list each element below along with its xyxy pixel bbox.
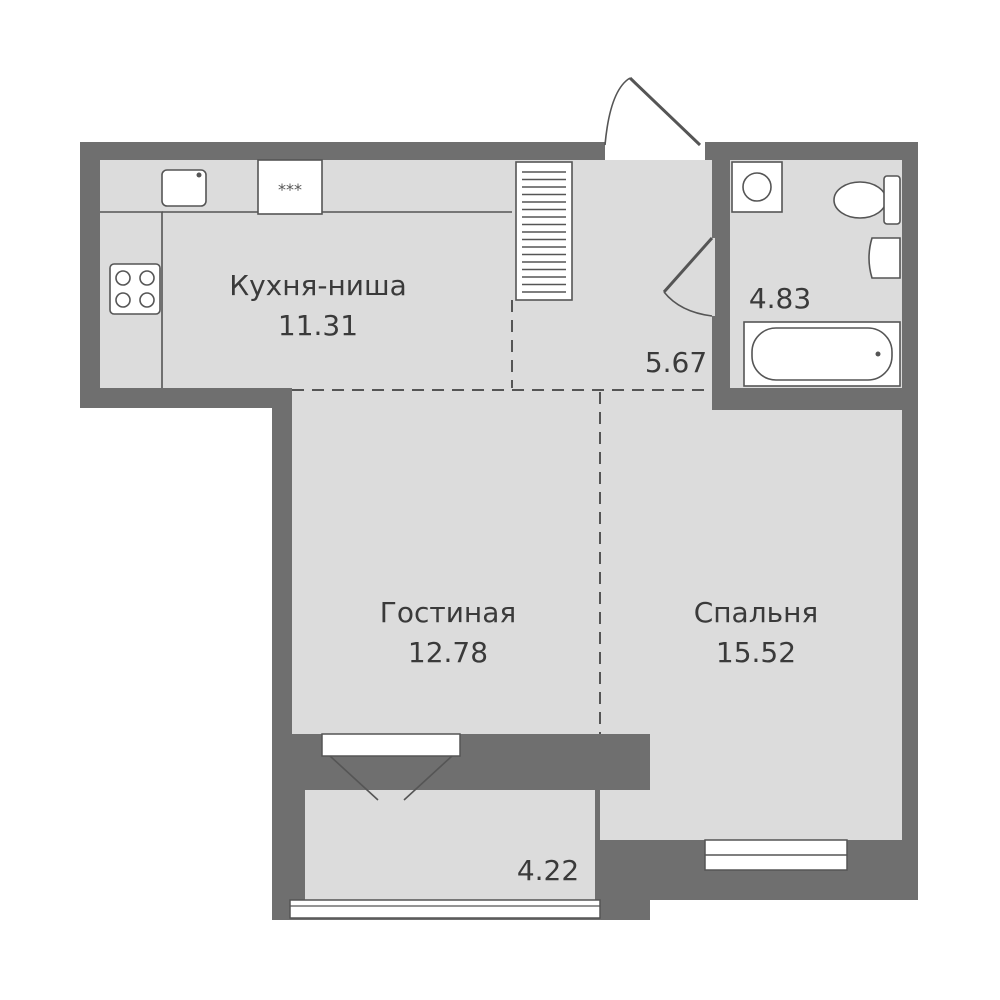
balcony-door-icon [321,733,461,801]
kitchen-counter [100,211,512,388]
balcony-railing-icon [289,899,601,919]
bedroom-area: 15.52 [716,636,796,669]
wardrobe-icon [515,161,573,301]
floors [100,142,918,908]
washing-machine-icon [731,161,783,213]
balcony-area: 4.22 [517,854,579,887]
bedroom-floor [600,388,902,840]
hall-area: 5.67 [645,346,707,379]
bedroom-name: Спальня [694,596,819,629]
oven-icon: *** [257,159,323,215]
kitchen-name: Кухня-ниша [229,269,407,302]
svg-text:***: *** [278,180,302,199]
living-name: Гостиная [380,596,516,629]
living-floor [292,388,600,734]
living-area: 12.78 [408,636,488,669]
bathtub-icon [743,321,901,387]
sink-icon [161,169,207,207]
bathroom-door-icon [662,237,714,317]
hob-icon [109,263,161,315]
washbasin-icon [868,237,901,279]
entry-door-icon [604,76,702,147]
bedroom-window-icon [704,839,848,871]
zone-dividers [292,300,712,734]
bathroom-area: 4.83 [749,282,811,315]
toilet-icon [833,175,901,225]
kitchen-area: 11.31 [278,309,358,342]
balcony-floor [305,790,595,908]
